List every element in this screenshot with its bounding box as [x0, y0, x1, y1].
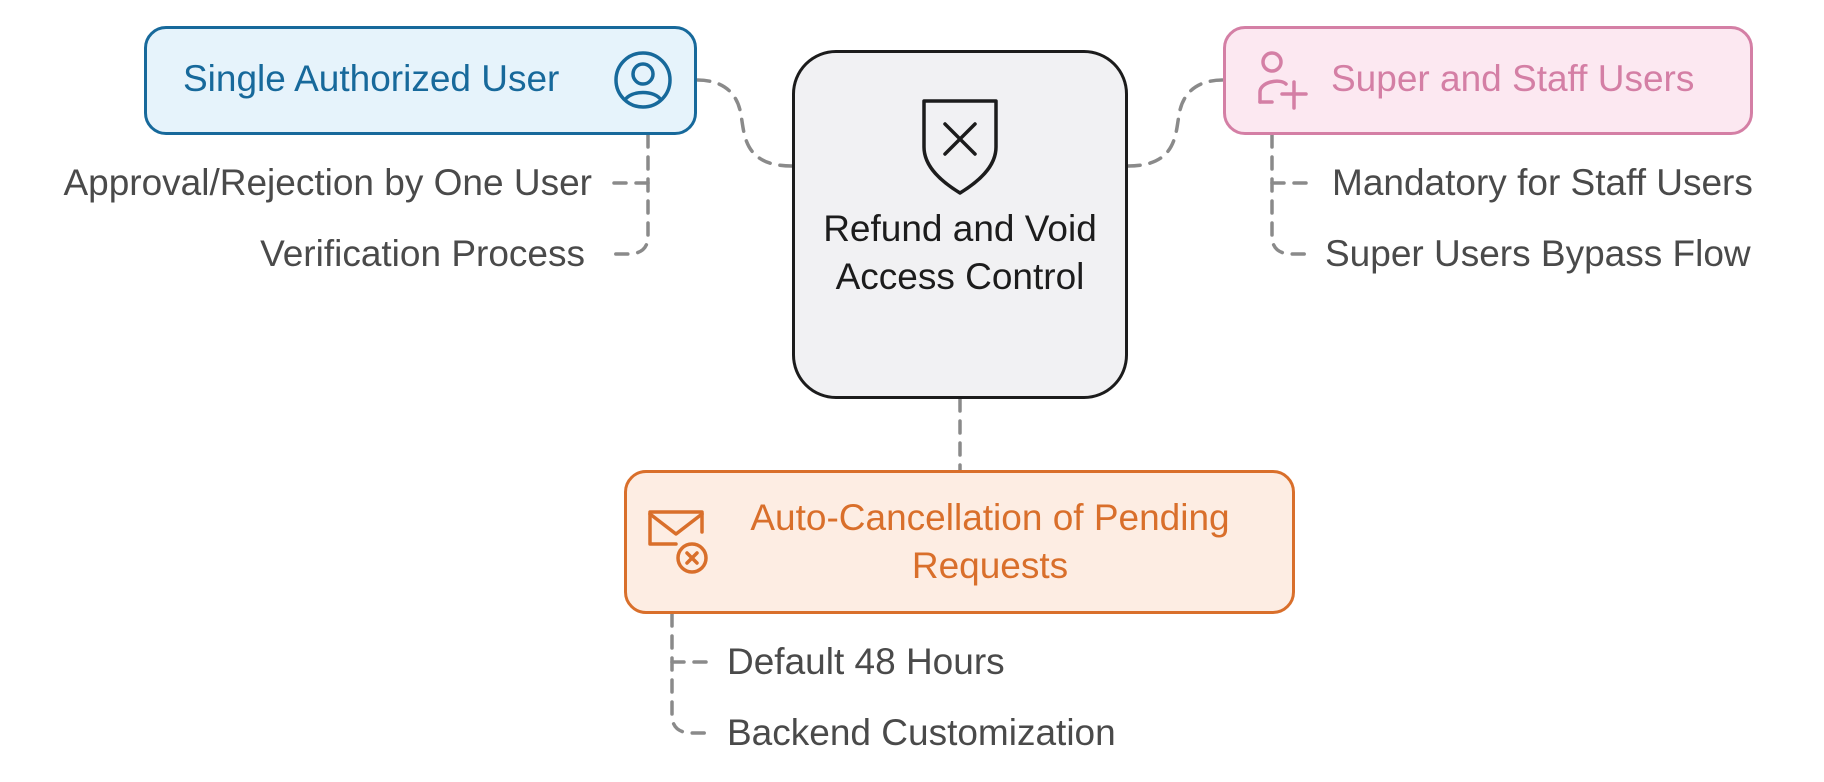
leaf-backend-customization: Backend Customization	[727, 712, 1116, 753]
node-auto-cancellation[interactable]	[624, 470, 1295, 614]
user-circle-icon	[614, 51, 672, 109]
node-title-super-and-staff-users: Super and Staff Users	[1331, 58, 1695, 99]
leaf-super-users-bypass: Super Users Bypass Flow	[1325, 233, 1751, 274]
shield-x-icon	[922, 99, 998, 195]
node-central-refund-void-access-control[interactable]	[792, 50, 1128, 399]
leaf-approval-rejection: Approval/Rejection by One User	[63, 162, 592, 203]
connector-center-to-single-user	[695, 78, 794, 168]
leaf-mandatory-staff: Mandatory for Staff Users	[1332, 162, 1753, 203]
node-title-central: Refund and Void Access Control	[823, 208, 1097, 297]
connector-center-to-super-staff	[1126, 78, 1225, 168]
leaf-default-48-hours: Default 48 Hours	[727, 641, 1005, 682]
node-single-authorized-user[interactable]	[144, 26, 697, 135]
node-title-auto-cancellation: Auto-Cancellation of Pending Requests	[750, 497, 1230, 586]
node-super-and-staff-users[interactable]	[1223, 26, 1753, 135]
leaf-verification-process: Verification Process	[260, 233, 585, 274]
node-title-single-authorized-user: Single Authorized User	[183, 58, 560, 99]
mail-x-icon	[648, 510, 708, 574]
connector-single-user-trunk	[610, 133, 650, 256]
user-plus-icon	[1258, 51, 1308, 110]
connector-auto-cancel-trunk	[670, 612, 710, 735]
connector-super-staff-trunk	[1270, 133, 1310, 256]
